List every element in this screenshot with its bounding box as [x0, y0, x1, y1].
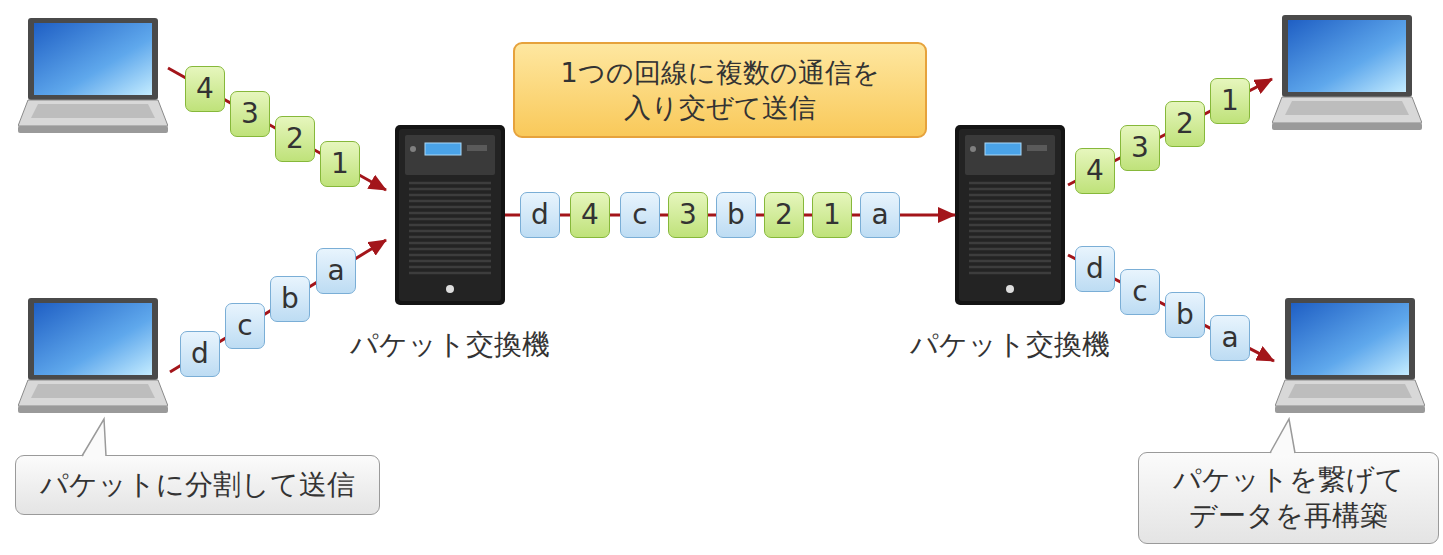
packet-box: 3 [668, 192, 708, 238]
packet-box: 2 [1165, 101, 1205, 147]
packet-label: b [727, 198, 745, 232]
packet-label: 2 [1176, 107, 1194, 141]
packet-switch: パケット交換機 [955, 125, 1065, 305]
packet-label: 4 [1086, 154, 1104, 188]
packet-label: b [1176, 298, 1194, 332]
packet-box: 3 [230, 91, 270, 137]
packet-box: a [860, 192, 900, 238]
packet-box: c [1120, 269, 1160, 315]
switch-label: パケット交換機 [910, 328, 1110, 362]
packet-box: b [270, 276, 310, 322]
packet-label: c [632, 198, 647, 232]
packet-box: 4 [570, 192, 610, 238]
packet-label: 1 [331, 147, 349, 181]
packet-box: d [520, 192, 560, 238]
packet-label: c [237, 309, 252, 343]
callout-tail [1139, 453, 1149, 463]
laptop-icon [1275, 298, 1425, 413]
packet-switch: パケット交換機 [395, 125, 505, 305]
packet-box: a [316, 248, 356, 294]
callout-tail [16, 456, 26, 466]
callout-text: パケットを繋げて データを再構築 [1139, 462, 1438, 535]
packet-flow-line [168, 68, 386, 190]
packet-box: d [1075, 246, 1115, 292]
packet-label: b [281, 282, 299, 316]
note-box: 1つの回線に複数の通信を 入り交ぜて送信 [513, 42, 927, 138]
packet-box: 1 [320, 141, 360, 187]
callout-tail [82, 419, 106, 456]
packet-label: a [871, 198, 888, 232]
packet-label: 3 [679, 198, 697, 232]
switch-label: パケット交換機 [350, 328, 550, 362]
laptop-icon [18, 298, 168, 413]
packet-box: b [1165, 292, 1205, 338]
packet-label: c [1132, 275, 1147, 309]
callout-tail [1270, 419, 1295, 455]
packet-label: 2 [286, 122, 304, 156]
packet-box: 4 [185, 66, 225, 112]
packet-box: b [716, 192, 756, 238]
packet-label: 3 [1131, 131, 1149, 165]
server-icon [955, 125, 1065, 305]
laptop-icon [1272, 15, 1422, 130]
callout-text: パケットに分割して送信 [40, 467, 355, 503]
packet-label: a [1221, 321, 1238, 355]
packet-label: 4 [581, 198, 599, 232]
server-icon [395, 125, 505, 305]
callout-bubble: パケットを繋げて データを再構築 [1138, 452, 1439, 544]
packet-label: d [1086, 252, 1104, 286]
packet-label: 1 [823, 198, 841, 232]
packet-label: d [531, 198, 549, 232]
packet-box: 1 [812, 192, 852, 238]
packet-box: c [225, 303, 265, 349]
callout-bubble: パケットに分割して送信 [15, 455, 380, 515]
packet-box: c [620, 192, 660, 238]
packet-box: 3 [1120, 125, 1160, 171]
packet-label: 1 [1221, 84, 1239, 118]
packet-label: 4 [196, 72, 214, 106]
packet-label: a [327, 254, 344, 288]
packet-label: 2 [775, 198, 793, 232]
callout-tail [1270, 419, 1295, 453]
note-text: 1つの回線に複数の通信を 入り交ぜて送信 [515, 55, 925, 125]
packet-box: 1 [1210, 78, 1250, 124]
packet-label: 3 [241, 97, 259, 131]
packet-box: 4 [1075, 148, 1115, 194]
packet-box: 2 [275, 116, 315, 162]
callout-tail [82, 419, 106, 458]
laptop-icon [18, 18, 168, 133]
packet-box: a [1210, 315, 1250, 361]
packet-box: d [180, 331, 220, 377]
packet-label: d [191, 337, 209, 371]
packet-box: 2 [764, 192, 804, 238]
